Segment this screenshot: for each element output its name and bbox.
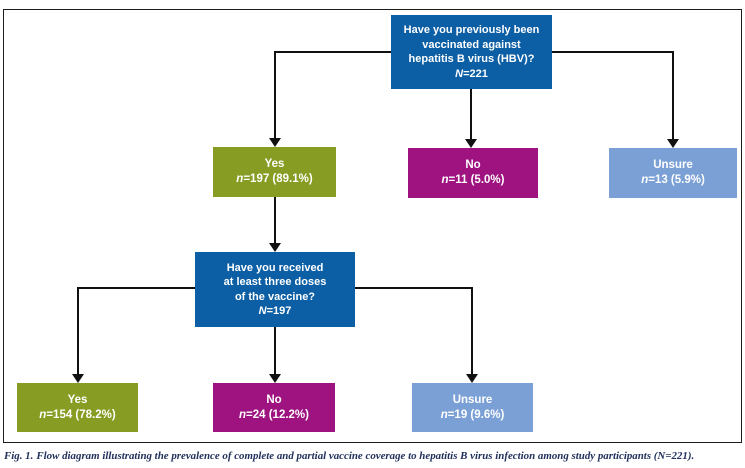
- answer-label: Unsure: [452, 393, 493, 406]
- answer-node-unsure-2: Unsure n=19 (9.6%): [412, 383, 533, 432]
- n-value: =197 (89.1%): [243, 173, 313, 185]
- sample-size-line: N=197: [195, 304, 355, 319]
- question-node-hbv-vaccinated: Have you previously been vaccinated agai…: [391, 15, 552, 89]
- n-symbol: N: [258, 305, 267, 317]
- n-value: =24 (12.2%): [246, 408, 309, 421]
- n-value: =19 (9.6%): [447, 408, 505, 421]
- answer-node-yes-1: Yes n=197 (89.1%): [213, 147, 336, 197]
- answer-node-unsure-1: Unsure n=13 (5.9%): [609, 148, 737, 198]
- n-value: =197: [266, 305, 292, 317]
- n-value: =221: [463, 67, 488, 80]
- n-symbol: n: [238, 408, 247, 421]
- arrowhead-down-icon: [667, 139, 679, 148]
- arrowhead-down-icon: [72, 374, 84, 383]
- question-node-three-doses: Have you received at least three doses o…: [195, 252, 355, 327]
- answer-count-line: n=154 (78.2%): [17, 408, 138, 423]
- connector-q1-right-horizontal: [551, 51, 674, 53]
- arrowhead-down-icon: [466, 374, 478, 383]
- connector-q2-to-unsure2: [471, 287, 473, 375]
- question-text-line: of the vaccine?: [234, 290, 316, 303]
- n-symbol: n: [39, 408, 47, 421]
- answer-label: Unsure: [653, 159, 693, 171]
- question-text-line: Have you previously been: [403, 24, 540, 36]
- answer-count-line: n=13 (5.9%): [609, 173, 737, 188]
- answer-label: Yes: [67, 393, 88, 406]
- answer-node-no-2: No n=24 (12.2%): [213, 383, 335, 432]
- n-symbol: n: [441, 174, 449, 186]
- n-symbol: n: [641, 174, 649, 186]
- connector-q1-to-unsure1: [672, 51, 674, 139]
- connector-q2-to-yes2: [77, 287, 79, 375]
- answer-label: No: [465, 159, 481, 171]
- connector-q2-right-horizontal: [354, 287, 473, 289]
- n-symbol: N: [455, 67, 464, 80]
- answer-count-line: n=24 (12.2%): [213, 408, 335, 423]
- connector-q1-to-yes1: [274, 51, 276, 139]
- n-value: =11 (5.0%): [448, 174, 505, 186]
- answer-label: Yes: [264, 158, 285, 170]
- n-symbol: n: [236, 173, 244, 185]
- connector-q2-left-horizontal: [78, 287, 196, 289]
- question-text-line: at least three doses: [223, 276, 327, 288]
- connector-q1-to-no1: [470, 89, 472, 139]
- figure-caption: Fig. 1.Flow diagram illustrating the pre…: [4, 449, 744, 464]
- caption-text: Flow diagram illustrating the prevalence…: [36, 450, 695, 462]
- connector-q2-to-no2: [274, 327, 276, 375]
- sample-size-line: N=221: [391, 67, 552, 82]
- question-text-line: vaccinated against: [422, 38, 521, 51]
- answer-label: No: [266, 393, 282, 406]
- connector-q1-left-horizontal: [275, 51, 392, 53]
- question-text-line: Have you received: [226, 261, 324, 274]
- n-value: =13 (5.9%): [648, 174, 705, 186]
- answer-node-yes-2: Yes n=154 (78.2%): [17, 383, 138, 432]
- answer-count-line: n=197 (89.1%): [213, 172, 336, 187]
- arrowhead-down-icon: [269, 243, 281, 252]
- answer-count-line: n=19 (9.6%): [412, 408, 533, 423]
- figure-frame: [3, 9, 742, 443]
- arrowhead-down-icon: [269, 374, 281, 383]
- connector-yes1-to-q2: [274, 197, 276, 244]
- answer-count-line: n=11 (5.0%): [408, 173, 538, 188]
- n-value: =154 (78.2%): [46, 408, 116, 421]
- arrowhead-down-icon: [269, 138, 281, 147]
- n-symbol: n: [440, 408, 448, 421]
- question-text-line: hepatitis B virus (HBV)?: [408, 53, 535, 65]
- answer-node-no-1: No n=11 (5.0%): [408, 148, 538, 198]
- caption-figure-number: Fig. 1.: [4, 450, 34, 462]
- arrowhead-down-icon: [465, 139, 477, 148]
